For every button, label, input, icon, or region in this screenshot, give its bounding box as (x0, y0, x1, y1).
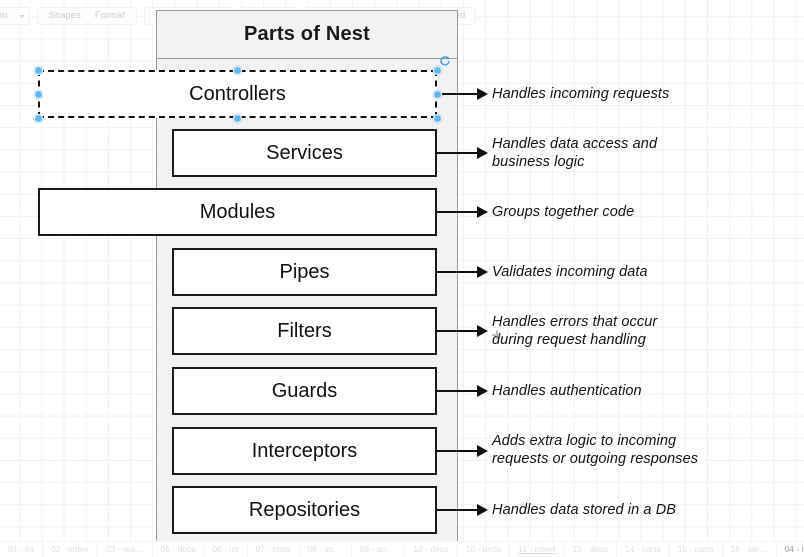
connector-line (437, 211, 478, 213)
sheet-tab[interactable]: 15 - parts (670, 542, 723, 557)
node-label: Guards (271, 379, 338, 402)
diagram-node-modules[interactable]: Modules (38, 188, 437, 236)
sheet-tab[interactable]: 11 - insert (510, 542, 565, 557)
diagram-node-services[interactable]: Services (172, 129, 437, 177)
handle-top-center[interactable] (233, 65, 242, 75)
diagram-menu-button[interactable]: gram (0, 10, 8, 21)
sheet-tab[interactable]: 05 - docs (153, 542, 205, 557)
sheet-tab[interactable]: 08 - str… (300, 542, 352, 557)
connector-line (437, 450, 478, 452)
handle-middle-left[interactable] (33, 89, 43, 99)
toolbar-group-file: gram (0, 7, 30, 25)
arrow-head-icon (477, 266, 488, 278)
format-button[interactable]: Format (94, 10, 125, 21)
sheet-tab[interactable]: 16 - lab… (723, 542, 777, 557)
handle-top-left[interactable] (33, 65, 43, 75)
diagram-node-controllers[interactable]: Controllers (38, 70, 437, 118)
shapes-button[interactable]: Shapes (48, 10, 81, 21)
connector-line (437, 330, 478, 332)
handle-bottom-right[interactable] (432, 113, 442, 123)
connector-line (437, 390, 478, 392)
annotation-text: Groups together code (492, 204, 635, 220)
connector-line (437, 509, 478, 511)
diagram-node-guards[interactable]: Guards (172, 367, 437, 415)
sheet-tab[interactable]: 09 - scr… (352, 542, 406, 557)
connector-line (437, 271, 478, 273)
sheet-tab[interactable]: 06 - int (205, 542, 248, 557)
arrow-head-icon (477, 88, 488, 100)
title-divider (156, 58, 458, 59)
connector-line (437, 152, 478, 154)
annotation-text: Adds extra logic to incoming requests or… (492, 433, 699, 467)
connector-line (437, 93, 478, 95)
node-label: Pipes (279, 260, 330, 283)
sheet-tab[interactable]: 13 - deps (564, 542, 617, 557)
annotation-text: Handles data access and business logic (492, 136, 658, 170)
arrow-head-icon (477, 325, 488, 337)
sheet-tab[interactable]: 07 - tools (248, 542, 300, 557)
handle-bottom-center[interactable] (233, 113, 242, 123)
diagram-node-filters[interactable]: Filters (172, 307, 437, 355)
annotation-text: Handles authentication (492, 383, 642, 399)
sheet-tab[interactable]: 04 - lib (777, 542, 804, 557)
annotation-text: Handles data stored in a DB (492, 502, 677, 518)
handle-bottom-left[interactable] (33, 113, 43, 123)
node-label: Repositories (248, 498, 361, 521)
annotation-text: Handles errors that occur during request… (492, 314, 658, 348)
handle-middle-right[interactable] (432, 89, 442, 99)
annotation-text: Handles incoming requests (492, 86, 670, 102)
arrow-head-icon (477, 445, 488, 457)
arrow-head-icon (477, 147, 488, 159)
node-label: Filters (277, 319, 332, 342)
arrow-head-icon (477, 504, 488, 516)
sheet-tab[interactable]: 02 - notes (43, 542, 98, 557)
node-label: Modules (199, 200, 276, 223)
sheet-tab[interactable]: 12 - deps (405, 542, 458, 557)
node-label: Interceptors (251, 439, 358, 462)
node-label: Controllers (189, 82, 286, 105)
diagram-title: Parts of Nest (244, 22, 370, 45)
arrow-head-icon (477, 206, 488, 218)
diagram-node-interceptors[interactable]: Interceptors (172, 427, 437, 475)
sheet-tab[interactable]: 14 - parts (617, 542, 670, 557)
diagram-node-repositories[interactable]: Repositories (172, 486, 437, 534)
sheet-tab[interactable]: 10 - deps (458, 542, 511, 557)
sheet-tab[interactable]: 03 - rea… (98, 542, 153, 557)
mouse-cursor-icon (492, 330, 501, 339)
diagram-node-pipes[interactable]: Pipes (172, 248, 437, 296)
rotate-handle-icon[interactable] (439, 54, 451, 66)
node-label: Services (266, 141, 343, 164)
sheet-tab[interactable]: 01 - int (0, 542, 43, 557)
arrow-head-icon (477, 385, 488, 397)
annotation-text: Validates incoming data (492, 264, 648, 280)
handle-top-right[interactable] (432, 65, 442, 75)
chevron-down-icon[interactable] (18, 14, 25, 18)
toolbar-group-shapes-format: Shapes Format (36, 7, 137, 25)
